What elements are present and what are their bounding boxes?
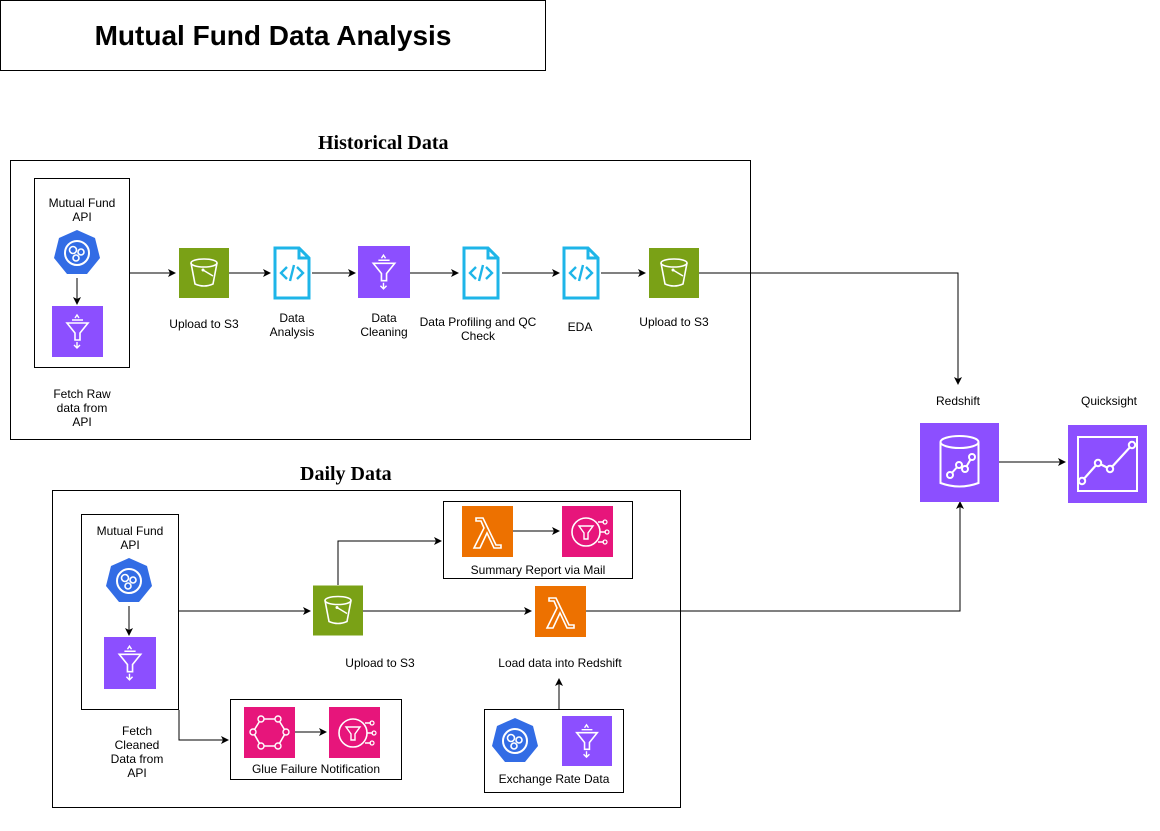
glue-failure-label: Glue Failure Notification xyxy=(251,762,381,776)
upload-s3-label: Upload to S3 xyxy=(639,315,709,329)
api-service-icon xyxy=(54,230,100,274)
historical-section-title: Historical Data xyxy=(318,132,449,154)
data-cleaning-icon xyxy=(358,246,410,298)
exchange-box xyxy=(484,709,624,793)
s3-bucket-icon xyxy=(649,248,699,298)
lambda-icon xyxy=(535,586,586,637)
exchange-rate-label: Exchange Rate Data xyxy=(498,772,610,786)
daily-api-box xyxy=(81,514,179,710)
filter-funnel-icon xyxy=(562,716,612,766)
quicksight-label: Quicksight xyxy=(1080,394,1138,408)
diagram-title: Mutual Fund Data Analysis xyxy=(94,19,452,51)
data-analysis-label: Data Analysis xyxy=(269,311,315,339)
lambda-icon xyxy=(462,506,513,557)
glue-box xyxy=(230,699,402,780)
historical-section xyxy=(10,160,751,440)
quicksight-icon xyxy=(1068,425,1147,503)
summary-report-label: Summary Report via Mail xyxy=(470,563,606,577)
api-service-icon xyxy=(492,718,538,762)
summary-box xyxy=(443,501,633,579)
title-box: Mutual Fund Data Analysis xyxy=(0,0,546,71)
eda-label: EDA xyxy=(567,320,593,334)
filter-funnel-icon xyxy=(52,306,103,357)
s3-bucket-icon xyxy=(313,585,363,636)
arrow-upload-to-redshift xyxy=(699,272,962,385)
eventbridge-icon xyxy=(244,707,295,758)
redshift-label: Redshift xyxy=(935,394,981,408)
historical-fetch-label: Fetch Raw data from API xyxy=(53,387,111,429)
historical-api-box xyxy=(34,178,130,368)
eda-document-icon xyxy=(562,246,600,300)
upload-s3-label: Upload to S3 xyxy=(169,317,239,331)
arrow-upload-to-summary xyxy=(337,537,442,585)
daily-section xyxy=(52,490,681,808)
profiling-document-icon xyxy=(462,246,500,300)
data-profiling-label: Data Profiling and QC Check xyxy=(419,315,537,343)
arrow-api-to-glue xyxy=(178,710,229,744)
sns-notification-icon xyxy=(562,506,613,557)
daily-upload-label: Upload to S3 xyxy=(345,656,415,670)
daily-section-title: Daily Data xyxy=(300,463,392,485)
sns-notification-icon xyxy=(329,707,380,758)
code-document-icon xyxy=(273,246,311,300)
load-redshift-label: Load data into Redshift xyxy=(498,656,622,670)
arrow-load-to-redshift xyxy=(586,501,964,612)
daily-api-label: Mutual Fund API xyxy=(96,524,164,552)
data-cleaning-label: Data Cleaning xyxy=(360,311,408,339)
s3-bucket-icon xyxy=(179,248,229,298)
redshift-icon xyxy=(920,423,999,502)
historical-api-label: Mutual Fund API xyxy=(48,196,116,224)
api-service-icon xyxy=(106,558,152,602)
filter-funnel-icon xyxy=(104,637,156,689)
daily-fetch-label: Fetch Cleaned Data from API xyxy=(110,724,164,780)
